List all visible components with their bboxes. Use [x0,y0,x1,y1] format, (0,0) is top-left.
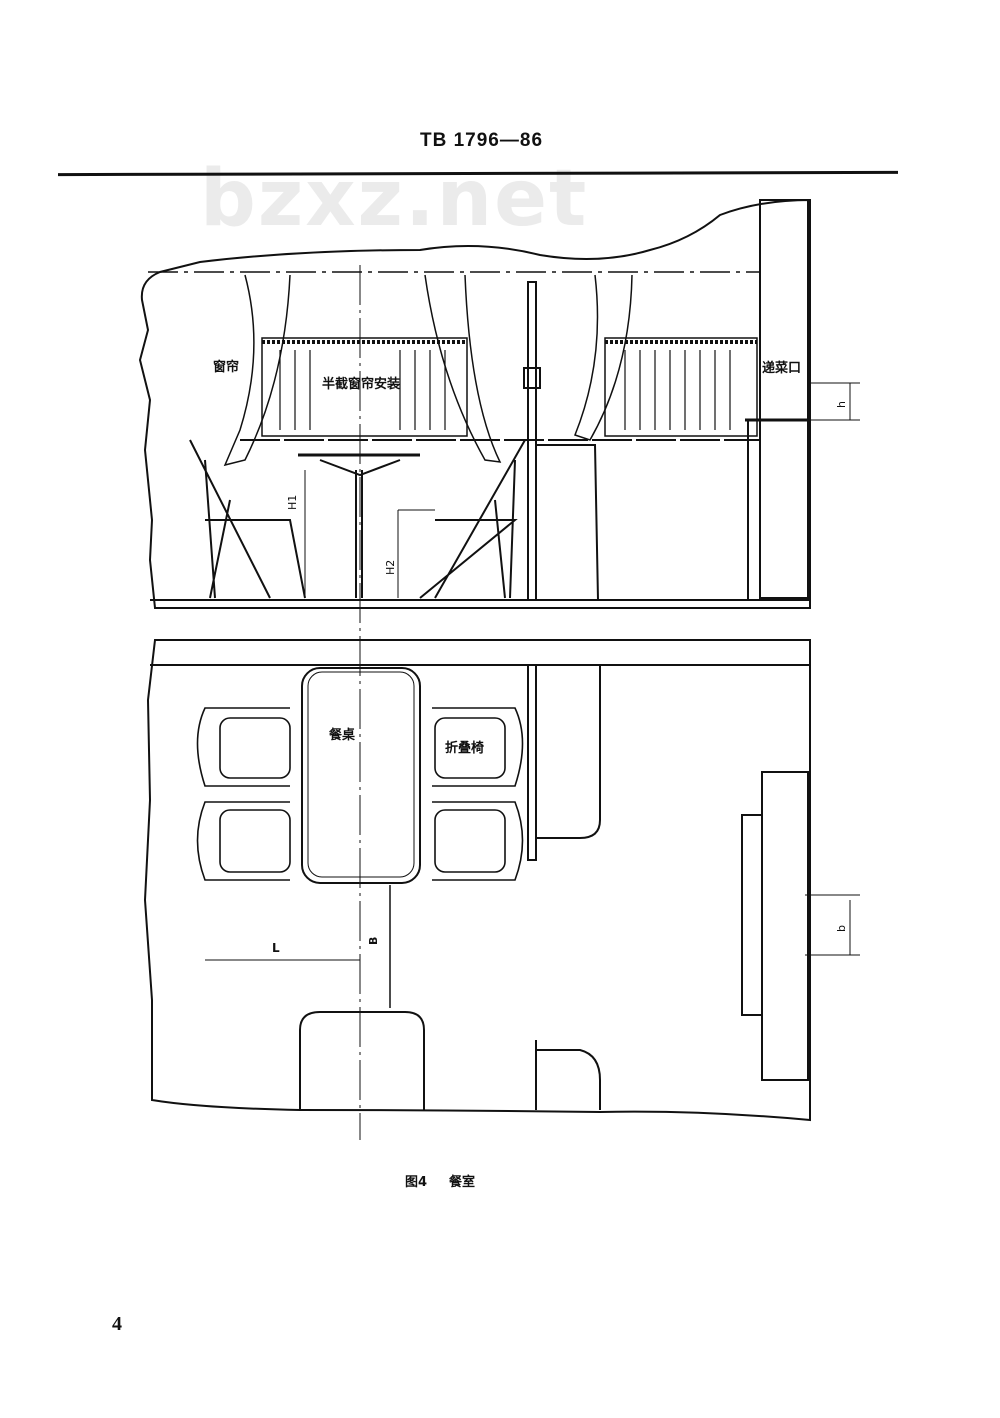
plan-view [143,639,860,1122]
label-curtain: 窗帘 [213,359,239,375]
label-serving-hatch: 递菜口 [762,360,801,376]
figure-caption: 图4 餐室 [405,1171,497,1190]
label-l: L [272,941,280,955]
label-b-lower: b [835,925,848,932]
label-half-curtain: 半截窗帘安装 [322,376,400,392]
label-h1: H1 [286,495,299,510]
standard-number-header: TB 1796—86 [420,130,544,151]
label-table: 餐桌 [328,727,356,743]
page-number: 4 [112,1313,122,1335]
label-h: h [835,401,848,408]
label-folding-chair: 折叠椅 [445,740,484,756]
elevation-view [138,198,860,1140]
caption-number: 图4 [405,1175,428,1190]
label-h2: H2 [384,560,397,575]
label-b-upper: B [367,937,380,945]
caption-title: 餐室 [449,1175,476,1190]
